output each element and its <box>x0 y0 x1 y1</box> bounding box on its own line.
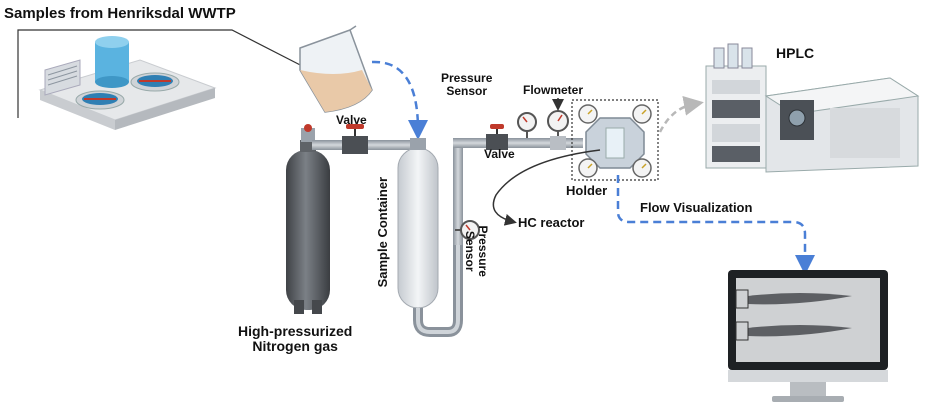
nitrogen-cylinder <box>286 124 330 314</box>
samples-title: Samples from Henriksdal WWTP <box>4 5 236 22</box>
holder-box <box>571 99 659 181</box>
valve-right-label: Valve <box>484 147 515 161</box>
flowmeter-icon <box>547 110 569 150</box>
monitor-icon <box>728 270 888 402</box>
pressure-gauge-top-icon <box>517 112 537 138</box>
title-callout-line <box>17 29 311 118</box>
pressure-sensor-side-label: Pressure Sensor <box>462 225 490 277</box>
wwtp-plant-illustration <box>38 36 217 130</box>
sample-container <box>397 138 463 337</box>
hc-reactor-label: HC reactor <box>518 215 585 230</box>
holder-assembly <box>578 104 652 178</box>
pressure-sensor-side-line1: Pressure <box>475 225 490 277</box>
hplc-arrow <box>658 95 704 133</box>
hplc-label: HPLC <box>776 45 815 61</box>
nitrogen-line2: Nitrogen gas <box>252 338 338 355</box>
pressure-sensor-side-line2: Sensor <box>462 230 477 272</box>
pressure-gauge-side-icon <box>455 220 480 240</box>
valve-top-label: Valve <box>336 113 367 127</box>
valve-top-icon <box>342 124 368 154</box>
pressure-sensor-top-label: Pressure Sensor <box>441 71 493 99</box>
pressure-sensor-top-line1: Pressure <box>441 71 493 85</box>
pour-arrow <box>371 60 428 140</box>
hc-reactor-pointer <box>492 149 601 226</box>
pressure-sensor-top-line2: Sensor <box>446 84 488 99</box>
nitrogen-line1: High-pressurized <box>238 323 353 339</box>
flow-visualization-label: Flow Visualization <box>640 200 753 215</box>
flow-visualization-arrow <box>616 175 815 275</box>
valve-right-icon <box>486 124 508 150</box>
hplc-instrument <box>705 43 920 173</box>
nitrogen-gas-label: High-pressurized Nitrogen gas <box>238 323 353 355</box>
vertical-pipe <box>453 140 463 245</box>
flowmeter-label: Flowmeter <box>523 83 584 97</box>
sample-container-label: Sample Container <box>375 176 391 288</box>
holder-label: Holder <box>566 183 608 198</box>
horizontal-pipe-right <box>453 138 583 148</box>
beaker-icon <box>299 25 373 113</box>
